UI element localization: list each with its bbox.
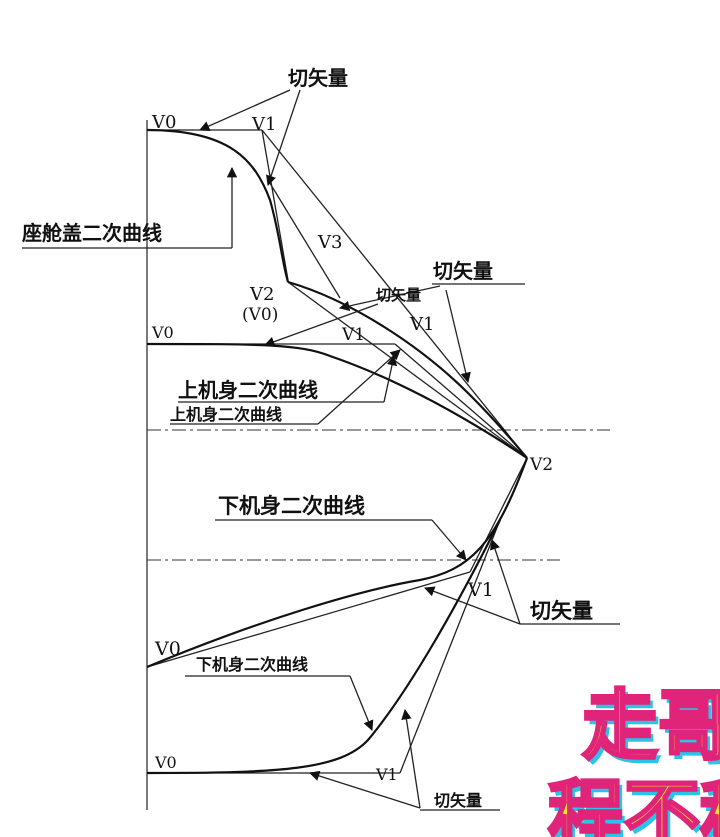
v2-label: V2 xyxy=(529,455,553,475)
upper-tangent-label-large: 切矢量 xyxy=(433,259,493,283)
lower-tangent-arrow-2 xyxy=(490,539,521,625)
watermark-line-1: 走哥 xyxy=(582,681,720,770)
upper-tangent-small-arrow xyxy=(264,303,379,347)
watermark: 走哥 走哥 程不秒 程不秒 xyxy=(547,680,720,837)
lower-tangent-v0v1 xyxy=(146,571,471,668)
upper-tangent-short xyxy=(394,343,528,459)
upper-curve-label-small: 上机身二次曲线 xyxy=(170,405,282,424)
upper-tangent-long xyxy=(261,129,528,459)
lower-tangent-arrow-1 xyxy=(424,586,521,625)
upper-curve-label-large: 上机身二次曲线 xyxy=(178,378,318,402)
canopy-v1-label: V1 xyxy=(251,114,276,135)
lower-curve-label: 下机身二次曲线 xyxy=(218,494,365,518)
bottom-tangent-arrow-2 xyxy=(401,708,421,809)
upper-conic-curve-lower xyxy=(146,342,528,459)
lower-tangent-label: 切矢量 xyxy=(530,599,593,623)
lower-v1-label: V1 xyxy=(467,579,494,601)
canopy-tangent-v1v2 xyxy=(261,129,289,281)
upper-tangent-v1v2 xyxy=(287,281,528,459)
upper-curve-arrow-small xyxy=(317,349,401,425)
upper-fuselage-section: V0 V1 V1 V2 切矢量 切矢量 上机身二次曲线 上机身二次曲线 xyxy=(146,129,553,475)
bottom-conic-curve xyxy=(146,519,501,775)
lower-fuselage-section: V0 V1 下机身二次曲线 切矢量 xyxy=(146,457,620,669)
canopy-v0-alt-label: (V0) xyxy=(242,305,278,325)
upper-v1b-label: V1 xyxy=(409,314,434,335)
upper-tangent-arrow-2 xyxy=(445,289,471,384)
upper-v0-label: V0 xyxy=(151,323,174,342)
bottom-tangent-v1v2 xyxy=(399,519,501,774)
canopy-curve-label: 座舱盖二次曲线 xyxy=(22,221,162,245)
upper-tangent-label-small: 切矢量 xyxy=(376,286,421,304)
canopy-v3-label: V3 xyxy=(317,232,342,253)
canopy-v3-line xyxy=(267,179,341,299)
canopy-conic-curve xyxy=(146,128,290,283)
lower-tangent-v1v2 xyxy=(469,457,528,573)
bottom-v0-label: V0 xyxy=(154,753,177,772)
canopy-tangent-label: 切矢量 xyxy=(288,66,348,90)
watermark-line-2: 程不秒 xyxy=(548,771,720,837)
bottom-tangent-arrow-1 xyxy=(309,770,421,809)
upper-tangent-arrow-1 xyxy=(338,285,441,312)
lower-v0-label: V0 xyxy=(154,638,181,660)
watermark-shadow-1: 走哥 xyxy=(586,686,720,775)
bottom-curve-label: 下机身二次曲线 xyxy=(196,655,308,674)
lower-conic-curve xyxy=(146,457,529,669)
bottom-curve-arrow xyxy=(349,675,374,731)
canopy-v0-label: V0 xyxy=(151,112,176,133)
watermark-shadow-2: 程不秒 xyxy=(552,776,720,837)
upper-curve-arrow-large xyxy=(383,354,398,403)
bottom-section: V0 V1 下机身二次曲线 切矢量 xyxy=(146,519,501,811)
upper-conic-curve-upper xyxy=(287,280,528,459)
canopy-tangent-arrow-2 xyxy=(266,89,301,186)
lower-curve-arrow xyxy=(431,519,467,561)
canopy-section: V0 V1 V3 V2 (V0) 切矢量 座舱盖二次曲线 xyxy=(22,66,348,325)
canopy-tangent-arrow-1 xyxy=(199,89,291,131)
bottom-tangent-label: 切矢量 xyxy=(434,791,482,810)
upper-v1-label: V1 xyxy=(341,325,365,345)
bottom-v1-label: V1 xyxy=(375,765,398,784)
canopy-v2-label: V2 xyxy=(249,284,274,305)
